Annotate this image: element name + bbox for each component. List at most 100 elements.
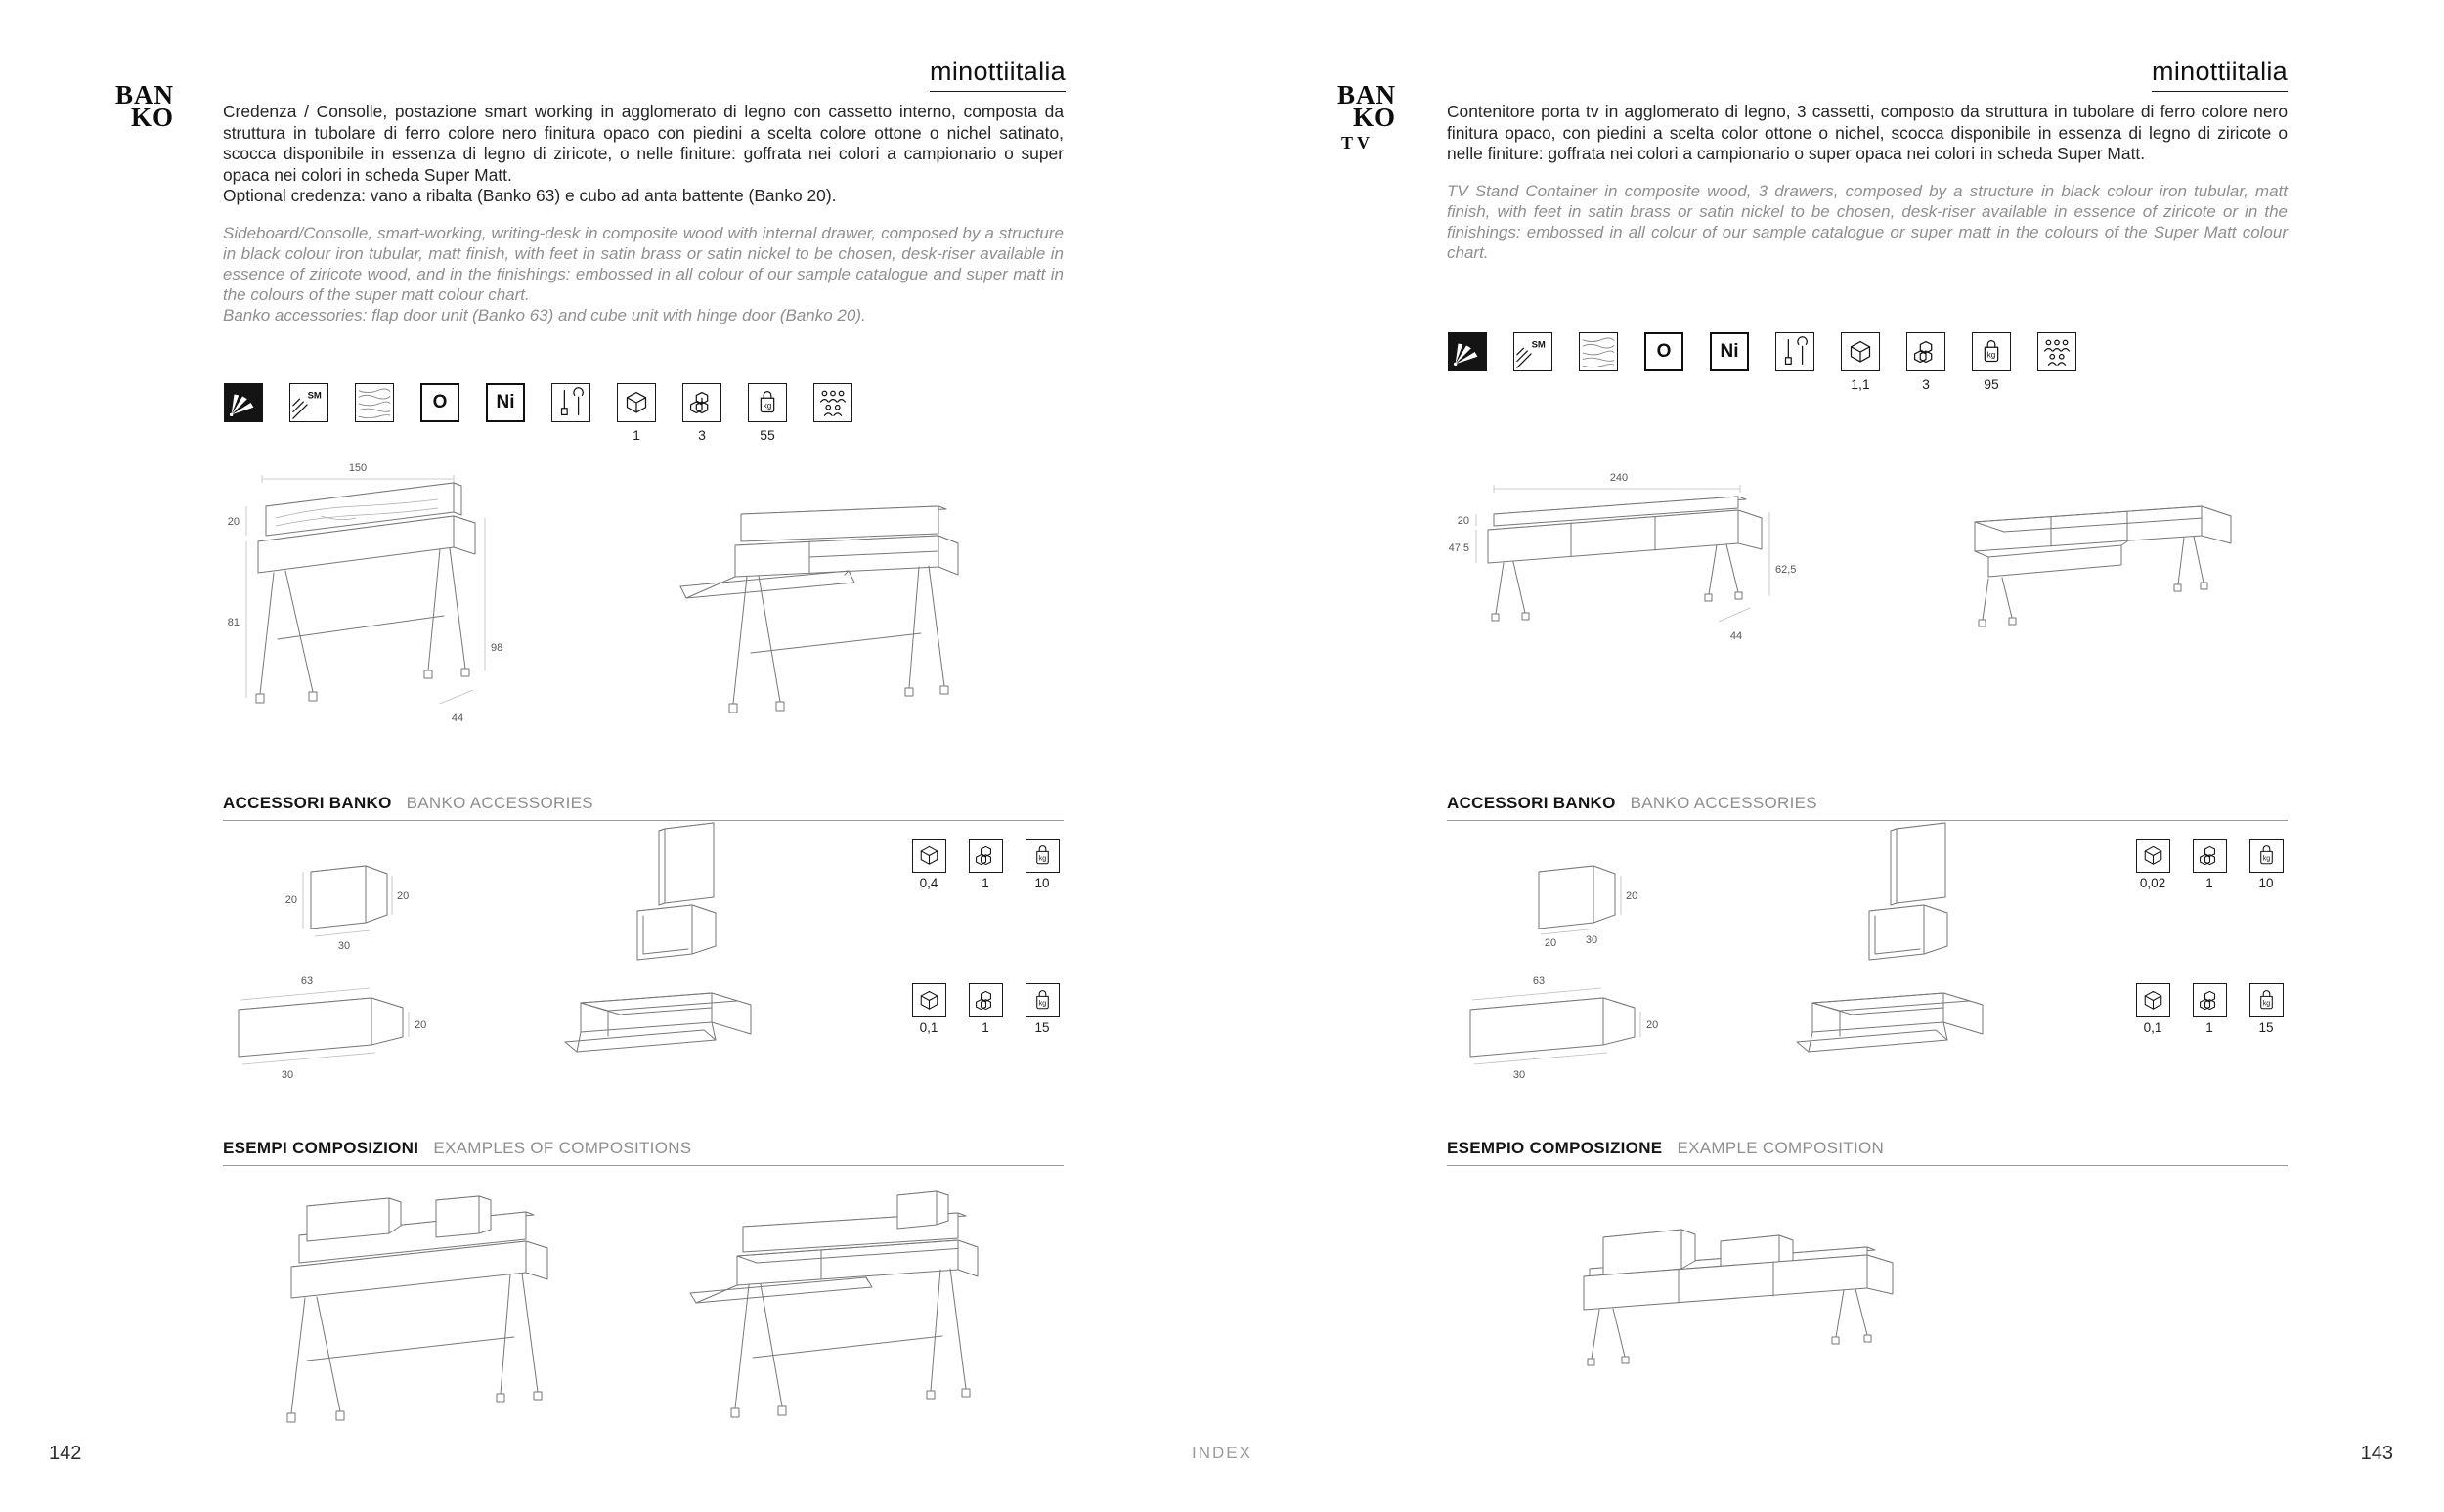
kg-label: kg (764, 402, 772, 410)
figures-icon (812, 383, 853, 443)
dim-width-label: 240 (1610, 472, 1628, 484)
kg-label: kg (1038, 1000, 1046, 1007)
compositions-title-it: ESEMPI COMPOSIZIONI (223, 1139, 419, 1157)
cube-dim-a: 20 (285, 894, 297, 906)
volume-icon: 0,1 (2133, 983, 2172, 1036)
packages-icon: 1 (966, 983, 1005, 1036)
page-143: BAN KO TV minottiitalia Contenitore port… (1222, 0, 2444, 1512)
dim-height-label: 98 (491, 642, 502, 654)
super-matt-swatch-icon: SM (288, 383, 329, 443)
weight-value: 15 (2258, 1020, 2274, 1035)
box-dim-b: 20 (415, 1019, 426, 1031)
spec-icon-row: SM O Ni 1,1 3 kg 95 (1447, 332, 2077, 392)
dim-depth-label: 44 (452, 713, 463, 724)
volume-icon: 1 (616, 383, 657, 443)
cube-accessory-drawing: 20 20 30 (1515, 831, 1652, 953)
accessories-section-heading: ACCESSORI BANKO BANKO ACCESSORIES (1447, 794, 2288, 821)
dim-depth-label: 44 (1730, 630, 1742, 642)
packages-value: 1 (2205, 1020, 2213, 1035)
cube-open-door-drawing (1836, 819, 1983, 980)
weight-value: 10 (1034, 876, 1050, 890)
weight-value: 55 (760, 427, 775, 443)
cube-dim-c: 30 (338, 940, 350, 952)
compositions-title-it: ESEMPIO COMPOSIZIONE (1447, 1139, 1663, 1157)
weight-icon: kg 55 (747, 383, 788, 443)
optional-note-italian: Optional credenza: vano a ribalta (Banko… (223, 186, 837, 206)
volume-icon: 0,02 (2133, 839, 2172, 891)
dim-riser-label: 20 (228, 516, 240, 528)
weight-icon: kg 15 (1023, 983, 1062, 1036)
composition-1-drawing (244, 1173, 596, 1432)
packages-icon: 1 (966, 839, 1005, 891)
banko-logo: BAN KO (115, 82, 175, 132)
page-142: BAN KO minottiitalia Credenza / Consolle… (49, 57, 1066, 1464)
banko-logo-line1: BAN (1337, 80, 1397, 109)
kg-label: kg (2262, 1000, 2270, 1007)
cube-dim-c: 30 (1586, 934, 1597, 946)
brass-finish-icon: O (1643, 332, 1684, 392)
accessories-title-it: ACCESSORI BANKO (223, 794, 392, 812)
dim-body-label: 47,5 (1449, 542, 1469, 554)
box-dim-a: 63 (301, 975, 313, 987)
accessory-measure-icons: 0,1 1 kg 15 (2133, 983, 2286, 1036)
box-dim-b: 20 (1646, 1019, 1658, 1031)
banko-logo-line2: KO (1353, 103, 1397, 132)
page-number: 143 (2360, 1443, 2393, 1464)
packages-value: 1 (982, 1020, 989, 1035)
brass-finish-icon: O (419, 383, 460, 443)
compositions-section-heading: ESEMPI COMPOSIZIONI EXAMPLES OF COMPOSIT… (223, 1139, 1064, 1166)
description-block: Contenitore porta tv in agglomerato di l… (1447, 102, 2288, 263)
sample-fan-icon (223, 383, 264, 443)
packages-icon: 3 (681, 383, 722, 443)
page-number: 142 (49, 1443, 82, 1464)
spec-icon-row: SM O Ni 1 3 kg 55 (223, 383, 853, 443)
dim-body-label: 81 (228, 617, 240, 628)
description-italian: Credenza / Consolle, postazione smart wo… (223, 102, 1064, 185)
credenza-closed-drawing: 150 20 81 98 (223, 457, 536, 751)
dim-height-label: 62,5 (1775, 564, 1796, 576)
accessory-measure-icons: 0,4 1 kg 10 (909, 839, 1062, 891)
weight-value: 10 (2258, 876, 2274, 890)
volume-icon: 1,1 (1840, 332, 1881, 392)
wood-finish-icon (354, 383, 395, 443)
volume-icon: 0,4 (909, 839, 948, 891)
weight-icon: kg 15 (2247, 983, 2286, 1036)
accessories-title-it: ACCESSORI BANKO (1447, 794, 1616, 812)
banko-logo-line1: BAN (115, 80, 175, 109)
cube-open-door-drawing (604, 819, 751, 980)
flap-unit-open-drawing (546, 977, 790, 1085)
weight-icon: kg 95 (1971, 332, 2012, 392)
banko-tv-logo: BAN KO TV (1337, 82, 1397, 154)
volume-value: 1,1 (1851, 376, 1870, 392)
assembly-tools-icon (550, 383, 591, 443)
dim-riser-label: 20 (1458, 515, 1469, 527)
packages-icon: 3 (1905, 332, 1946, 392)
weight-value: 95 (1984, 376, 1999, 392)
composition-drawing (1545, 1183, 1955, 1398)
banko-logo-line3: TV (1341, 133, 1375, 152)
sm-label: SM (308, 390, 322, 401)
description-english: TV Stand Container in composite wood, 3 … (1447, 181, 2288, 262)
credenza-open-drawing (653, 477, 1005, 741)
flap-box-drawing: 63 20 30 (1455, 972, 1665, 1085)
banko-logo-line2: KO (131, 103, 175, 132)
kg-label: kg (2262, 855, 2270, 862)
cube-dim-b: 20 (1626, 890, 1637, 902)
packages-value: 3 (698, 427, 706, 443)
brass-label: O (1656, 341, 1672, 362)
index-label: INDEX (1192, 1444, 1252, 1462)
accessories-title-en: BANKO ACCESSORIES (1630, 794, 1817, 812)
accessory-measure-icons: 0,1 1 kg 15 (909, 983, 1062, 1036)
super-matt-swatch-icon: SM (1512, 332, 1553, 392)
figures-icon (2036, 332, 2077, 392)
nickel-finish-icon: Ni (1709, 332, 1750, 392)
compositions-section-heading: ESEMPIO COMPOSIZIONE EXAMPLE COMPOSITION (1447, 1139, 2288, 1166)
flap-box-drawing: 63 20 30 (223, 972, 433, 1085)
packages-value: 1 (982, 876, 989, 890)
volume-value: 0,1 (2143, 1020, 2162, 1035)
cube-accessory-drawing: 20 20 30 (284, 831, 411, 953)
packages-value: 3 (1922, 376, 1930, 392)
packages-value: 1 (2205, 876, 2213, 890)
wood-finish-icon (1578, 332, 1619, 392)
accessory-measure-icons: 0,02 1 kg 10 (2133, 839, 2286, 891)
